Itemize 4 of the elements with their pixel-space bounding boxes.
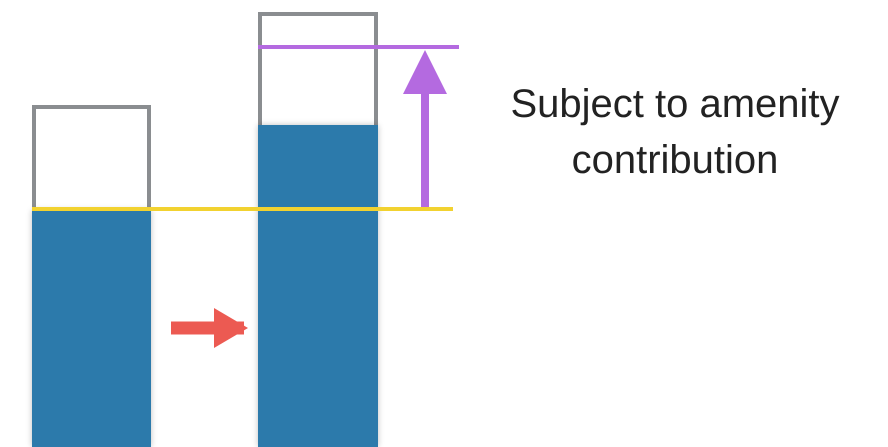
arrow bbox=[171, 308, 248, 348]
annotation-text: Subject to amenity contribution bbox=[509, 81, 841, 184]
level-bar bbox=[258, 12, 378, 447]
level-bar bbox=[32, 105, 151, 447]
